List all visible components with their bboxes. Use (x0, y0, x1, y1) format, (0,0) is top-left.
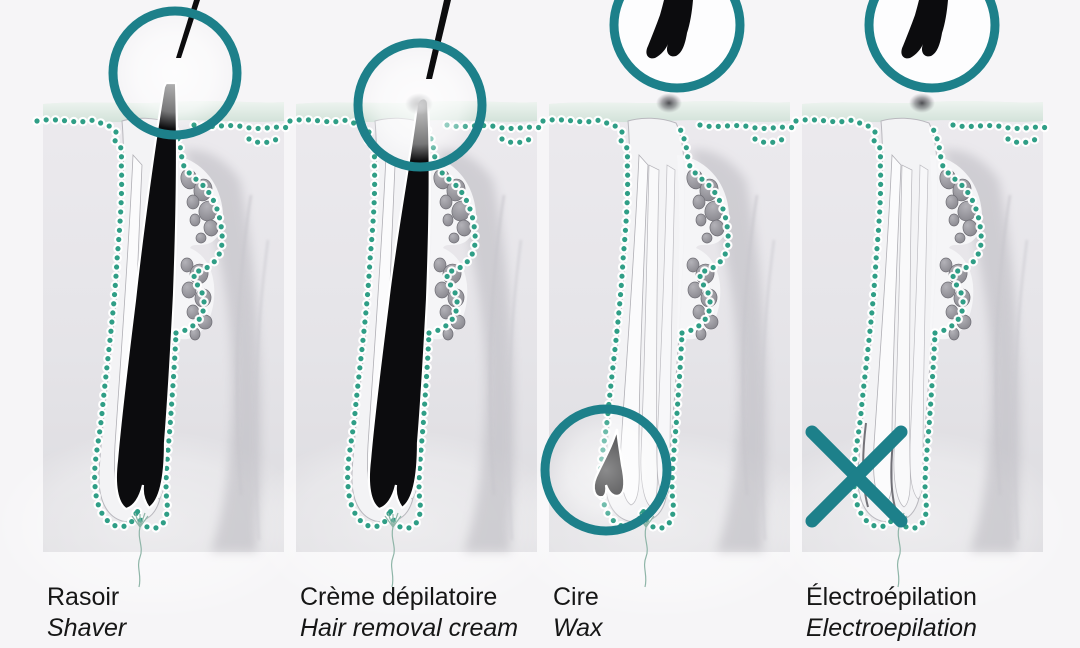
skin-cross-section-wax (549, 93, 790, 552)
plucked-hair-icon (646, 0, 693, 59)
panel-shaver (43, 81, 284, 552)
detached-hair-above-skin (426, 0, 451, 79)
caption-electro: Électroépilation Electroepilation (806, 582, 977, 644)
method-label-fr: Cire (553, 583, 599, 611)
method-label-en: Electroepilation (806, 614, 977, 642)
method-label-fr: Électroépilation (806, 583, 977, 611)
highlight-circle-icon (609, 0, 745, 93)
skin-cross-section-cream (296, 93, 537, 552)
panel-depilatory-cream (296, 93, 537, 552)
skin-cross-section-shaver (43, 81, 284, 552)
circle-glow (618, 0, 736, 84)
hair-shaft-cut (114, 81, 179, 511)
method-label-fr: Crème dépilatoire (300, 583, 498, 611)
caption-shaver: Rasoir Shaver (47, 582, 126, 644)
method-label-en: Wax (553, 614, 603, 642)
dissolved-hair-smudge (405, 93, 433, 115)
method-label-fr: Rasoir (47, 583, 120, 611)
follicle-opening-smudge (909, 93, 935, 113)
panel-electroepilation (802, 93, 1043, 552)
method-label-en: Hair removal cream (300, 614, 519, 642)
cut-hair-above-skin (176, 0, 200, 58)
highlight-circle-icon (864, 0, 1000, 93)
caption-wax: Cire Wax (553, 582, 603, 644)
method-label-en: Shaver (47, 614, 127, 642)
panel-wax (549, 93, 790, 552)
plucked-hair-icon (901, 0, 948, 59)
caption-cream: Crème dépilatoire Hair removal cream (300, 582, 518, 644)
skin-cross-section-electro (802, 93, 1043, 552)
hair-shaft-dissolved (367, 97, 431, 511)
follicle-opening-smudge (656, 93, 682, 113)
circle-glow (873, 0, 991, 84)
